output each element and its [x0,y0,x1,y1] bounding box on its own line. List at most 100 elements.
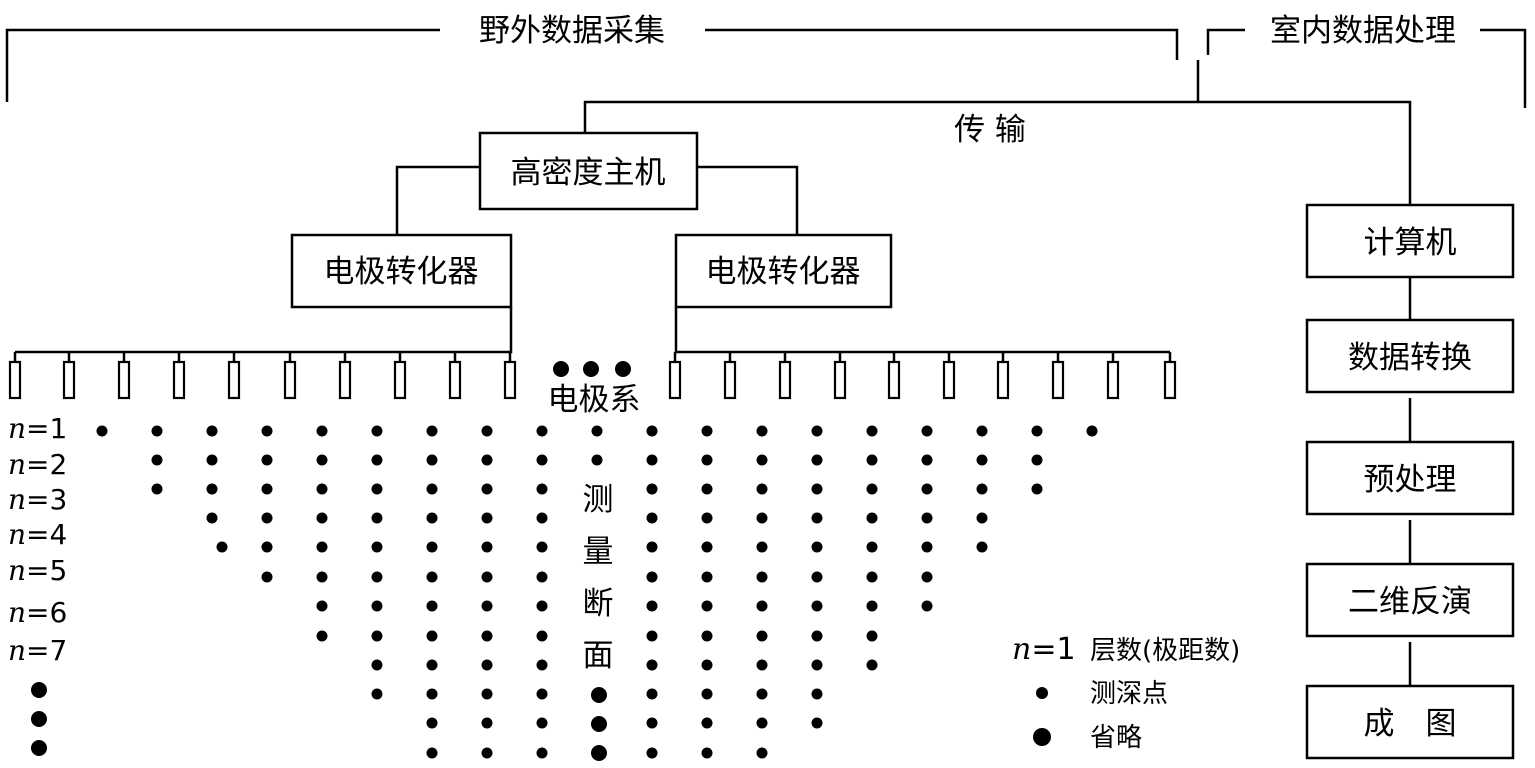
measurement-point [811,688,823,700]
measurement-point [426,688,438,700]
measurement-point [536,571,548,583]
measurement-point [316,541,328,553]
measurement-point [756,454,768,466]
electrode [668,360,682,400]
measurement-point [921,600,933,612]
processing-step-box: 计算机 [1305,203,1515,279]
measurement-point [481,571,493,583]
measurement-point [646,688,658,700]
electrode [62,360,76,400]
electrode-converter-right: 电极转化器 [674,233,893,309]
measurement-point [206,483,218,495]
electrode [1051,360,1065,400]
office-processing-label: 室内数据处理 [1270,13,1456,49]
measurement-point [316,571,328,583]
measurement-point [646,541,658,553]
measurement-point [206,454,218,466]
measurement-point [646,571,658,583]
electrode [338,360,352,400]
layer-omission-dots [31,682,47,756]
measurement-point [481,600,493,612]
measurement-point [866,630,878,642]
layer-label: n=2 [8,448,67,481]
measurement-point [1031,483,1043,495]
measurement-point [481,512,493,524]
measurement-point [316,512,328,524]
measurement-point [536,600,548,612]
measurement-point [536,717,548,729]
electrode [283,360,297,400]
measurement-point [426,512,438,524]
processing-step-label: 数据转换 [1348,340,1472,376]
measurement-point [921,512,933,524]
measurement-point [811,425,823,437]
electrode-system-label: 电极系 [548,382,641,418]
measurement-point [316,483,328,495]
measurement-point [206,512,218,524]
measurement-point [701,659,713,671]
measurement-point [426,454,438,466]
measurement-point [976,512,988,524]
measurement-point [481,541,493,553]
measurement-point [536,747,548,759]
section-char-3: 断 [583,586,614,622]
measurement-section-label: 测 量 断 面 [583,482,614,674]
measurement-point [811,454,823,466]
measurement-point [261,541,273,553]
measurement-point [921,425,933,437]
layer-label: n=5 [8,554,67,587]
processing-step-box: 二维反演 [1305,562,1515,638]
measurement-point [756,717,768,729]
measurement-point [811,541,823,553]
measurement-point [316,454,328,466]
measurement-point [866,571,878,583]
measurement-point [536,483,548,495]
measurement-point [371,659,383,671]
host-unit-label: 高密度主机 [511,155,666,191]
measurement-point [756,659,768,671]
measurement-point [481,454,493,466]
measurement-point [646,747,658,759]
layer-labels: n=1n=2n=3n=4n=5n=6n=7 [8,412,67,667]
electrode [1163,360,1177,400]
processing-step-box: 数据转换 [1305,318,1515,394]
electrode-converter-left-label: 电极转化器 [324,254,479,290]
measurement-point [976,425,988,437]
measurement-point [756,747,768,759]
measurement-point [481,717,493,729]
measurement-point [866,425,878,437]
layer-label: n=4 [8,518,67,551]
measurement-point [646,659,658,671]
processing-step-box: 成 图 [1305,684,1515,760]
measurement-point [866,600,878,612]
electrode [393,360,407,400]
measurement-point [811,483,823,495]
measurement-point [261,512,273,524]
measurement-point [371,600,383,612]
measurement-point [536,512,548,524]
measurement-point [371,688,383,700]
electrode [227,360,241,400]
measurement-point [646,717,658,729]
measurement-point [481,630,493,642]
measurement-point [481,425,493,437]
measurement-point [1031,454,1043,466]
measurement-point [151,483,163,495]
measurement-point [756,630,768,642]
measurement-point [371,454,383,466]
electrode [1106,360,1120,400]
measurement-point [536,688,548,700]
host-unit-box: 高密度主机 [478,131,699,211]
electrode-row [8,352,1177,400]
measurement-point [261,571,273,583]
transmission-label: 传 输 [954,112,1026,148]
legend-layer-text: 层数(极距数) [1090,636,1240,666]
measurement-point [811,659,823,671]
measurement-point [756,541,768,553]
electrode [503,360,517,400]
measurement-point [701,541,713,553]
measurement-point [701,717,713,729]
measurement-point [261,483,273,495]
